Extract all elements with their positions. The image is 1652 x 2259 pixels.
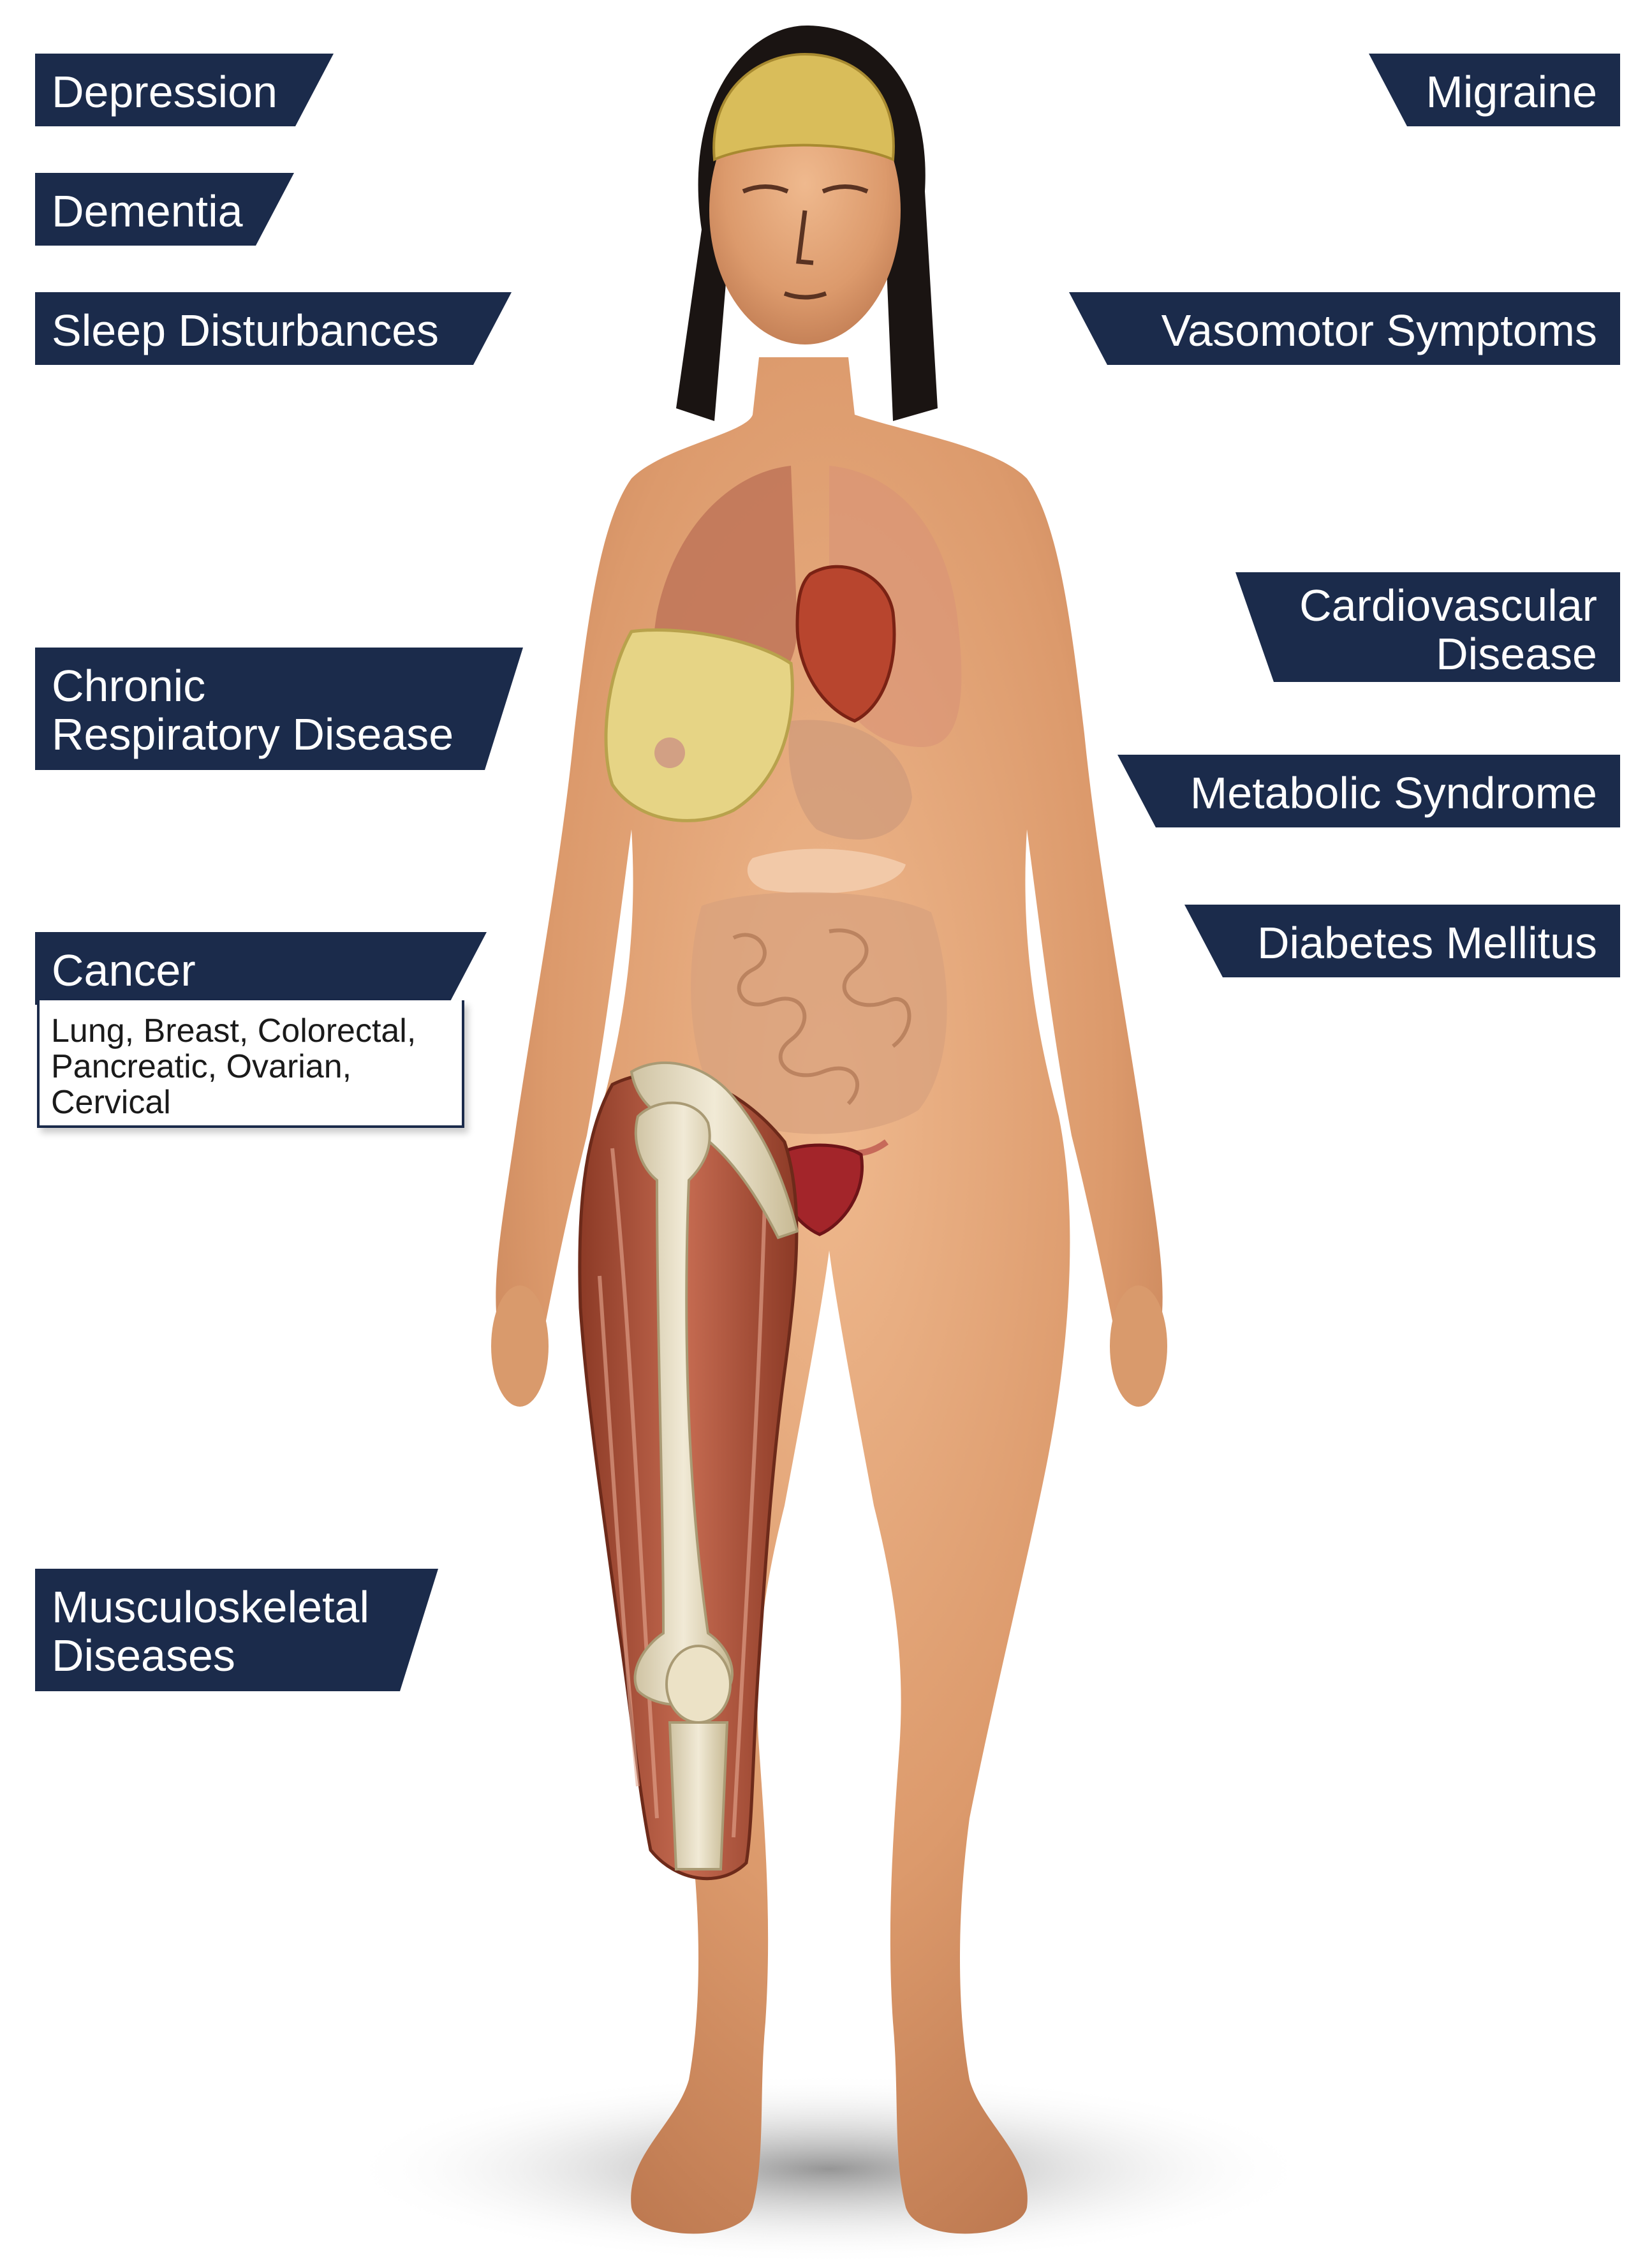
cancer-types-line3: Cervical	[51, 1085, 450, 1120]
label-cardiovascular-disease[interactable]: Cardiovascular Disease	[1235, 572, 1620, 682]
cancer-types-box: Lung, Breast, Colorectal, Pancreatic, Ov…	[37, 1000, 464, 1128]
floor-shadow	[344, 2073, 1314, 2259]
label-respiratory-line2: Respiratory Disease	[52, 710, 466, 759]
label-sleep-disturbances[interactable]: Sleep Disturbances	[35, 292, 512, 365]
label-cardio-line1: Cardiovascular	[1289, 581, 1597, 630]
label-cardio-line2: Disease	[1289, 630, 1597, 678]
gallbladder	[654, 737, 685, 768]
cancer-types-line2: Pancreatic, Ovarian,	[51, 1049, 450, 1085]
label-diabetes-mellitus[interactable]: Diabetes Mellitus	[1184, 905, 1620, 977]
label-sleep-disturbances-text: Sleep Disturbances	[52, 306, 439, 355]
label-metabolic-syndrome-text: Metabolic Syndrome	[1190, 768, 1597, 818]
label-dementia-text: Dementia	[52, 186, 243, 236]
label-musculoskeletal-diseases[interactable]: Musculoskeletal Diseases	[35, 1569, 438, 1691]
label-respiratory-line1: Chronic	[52, 662, 466, 710]
label-msk-line1: Musculoskeletal	[52, 1583, 381, 1631]
label-vasomotor-symptoms[interactable]: Vasomotor Symptoms	[1069, 292, 1620, 365]
label-metabolic-syndrome[interactable]: Metabolic Syndrome	[1117, 755, 1620, 827]
label-dementia[interactable]: Dementia	[35, 173, 294, 246]
tibia	[670, 1722, 727, 1869]
label-cancer-text: Cancer	[52, 945, 196, 995]
cancer-types-line1: Lung, Breast, Colorectal,	[51, 1013, 450, 1049]
label-diabetes-mellitus-text: Diabetes Mellitus	[1257, 918, 1597, 968]
label-chronic-respiratory-disease[interactable]: Chronic Respiratory Disease	[35, 648, 523, 770]
label-migraine[interactable]: Migraine	[1369, 54, 1620, 126]
hand-left	[1110, 1285, 1167, 1407]
hand-right	[491, 1285, 549, 1407]
kneecap	[667, 1646, 730, 1722]
label-depression[interactable]: Depression	[35, 54, 334, 126]
label-depression-text: Depression	[52, 67, 277, 117]
label-vasomotor-symptoms-text: Vasomotor Symptoms	[1162, 306, 1597, 355]
label-cancer[interactable]: Cancer	[35, 932, 487, 1005]
label-msk-line2: Diseases	[52, 1631, 381, 1680]
label-migraine-text: Migraine	[1426, 67, 1597, 117]
